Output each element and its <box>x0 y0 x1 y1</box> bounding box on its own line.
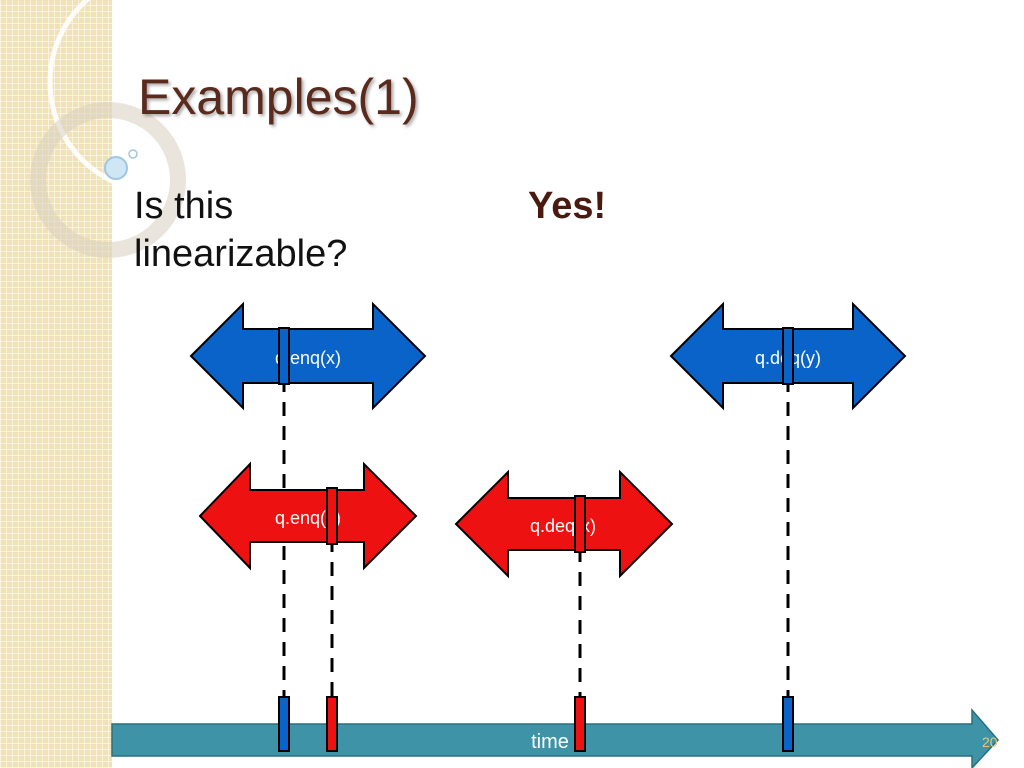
operation-deq-x: q.deq(x) <box>454 469 674 579</box>
answer-text: Yes! <box>528 185 607 227</box>
linearization-marker <box>782 327 794 385</box>
operation-label: q.enq(x) <box>275 348 341 368</box>
operation-enq-x: q.enq(x) <box>189 301 427 411</box>
timeline-tick-deq-y <box>782 696 794 752</box>
timeline-label: time <box>531 731 569 753</box>
timeline-arrow: time <box>111 707 1000 768</box>
operation-label: q.deq(x) <box>530 516 596 536</box>
slide-title: Examples(1) <box>138 69 419 125</box>
linearization-marker <box>574 495 586 553</box>
decorative-rings <box>30 0 240 258</box>
linearization-marker <box>326 487 338 545</box>
operation-arrow <box>198 461 418 571</box>
timeline-tick-deq-x <box>574 696 586 752</box>
operation-enq-y: q.enq(y) <box>198 461 418 571</box>
operation-label: q.enq(y) <box>275 508 341 528</box>
bubble-small <box>128 149 138 159</box>
page-number: 20 <box>982 734 998 750</box>
operation-arrow <box>454 469 674 579</box>
timeline-tick-enq-y <box>326 696 338 752</box>
question-text: Is this linearizable? <box>134 185 348 275</box>
operation-deq-y: q.deq(y) <box>669 301 907 411</box>
timeline-tick-enq-x <box>278 696 290 752</box>
ring-large <box>47 0 240 195</box>
bubble-large <box>104 156 128 180</box>
ring-small <box>30 102 186 258</box>
operation-arrow <box>189 301 427 411</box>
linearization-marker <box>278 327 290 385</box>
